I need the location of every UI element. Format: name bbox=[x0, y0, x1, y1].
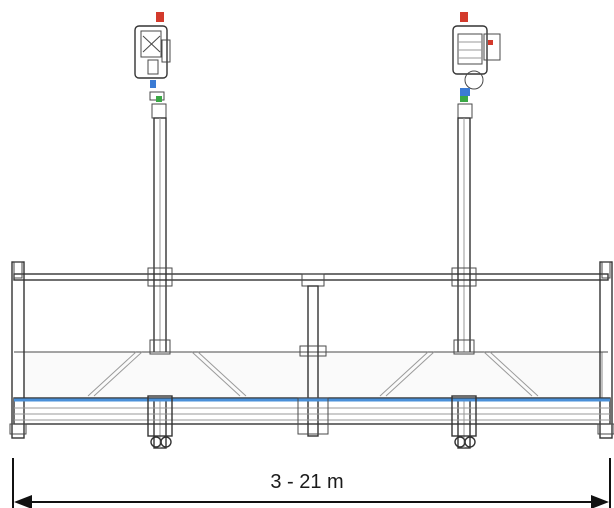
platform-frame bbox=[11, 261, 613, 439]
dimension-label: 3 - 21 m bbox=[270, 471, 344, 493]
platform-base bbox=[9, 395, 614, 448]
right-hoist-motor bbox=[452, 12, 501, 119]
left-hoist-motor bbox=[134, 12, 171, 119]
dimension-arrow-left-icon bbox=[14, 495, 32, 508]
dimension-arrow-right-icon bbox=[591, 495, 609, 508]
dimension-indicator bbox=[12, 458, 611, 508]
